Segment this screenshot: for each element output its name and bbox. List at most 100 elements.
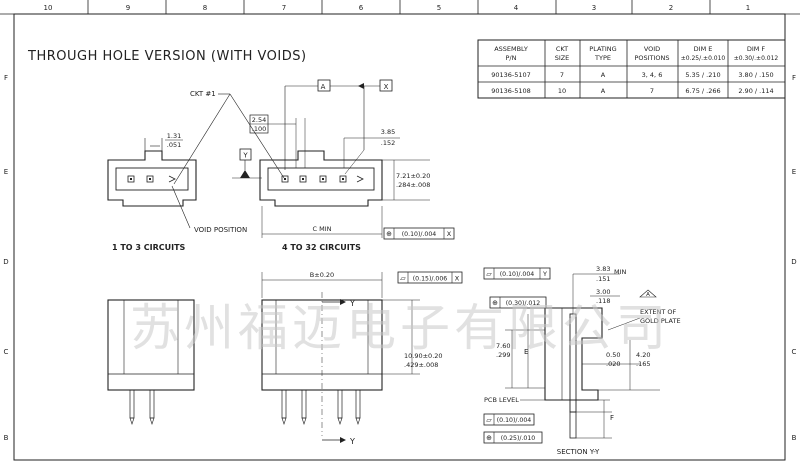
fcf-datum: Y: [542, 270, 547, 278]
dim-0-50: 0.50: [606, 351, 620, 359]
table-cell: 10: [558, 87, 566, 95]
fcf-symbol: ⊕: [486, 434, 492, 442]
dim-f: F: [610, 414, 614, 422]
section-label: SECTION Y-Y: [557, 448, 600, 456]
zone-col-label: 1: [746, 4, 750, 12]
table-cell: 6.75 / .266: [685, 87, 720, 95]
assembly-table: ASSEMBLY P/N CKT SIZE PLATING TYPE VOID …: [477, 39, 786, 99]
datum-y: Y: [242, 152, 248, 160]
dim-7-21: 7.21±0.20: [396, 172, 430, 180]
dim-1-31: 1.31: [167, 132, 181, 140]
fcf-value: (0.30)/.012: [506, 300, 541, 307]
dim-e: E: [524, 348, 528, 356]
dim-3-85: 3.85: [381, 128, 395, 136]
void-position-label: VOID POSITION: [194, 226, 247, 234]
table-cell: 7: [650, 87, 654, 95]
fcf-value: (0.10)/.004: [500, 271, 535, 278]
table-cell: A: [601, 87, 606, 95]
table-header: ±0.30/.±0.012: [734, 55, 779, 62]
table-header: VOID: [644, 45, 660, 53]
zone-col-label: 5: [437, 4, 441, 12]
dim-b: B±0.20: [310, 271, 334, 279]
dim-100: .100: [252, 125, 266, 133]
dim-151: .151: [596, 275, 610, 283]
zone-row-label: D: [791, 258, 796, 266]
datum-x: X: [384, 83, 389, 91]
zone-row-label: C: [792, 348, 797, 356]
section-marker-bottom: Y: [349, 437, 355, 446]
zone-row-label: C: [4, 348, 9, 356]
side-view-large: [261, 271, 463, 443]
zone-col-label: 9: [126, 4, 130, 12]
dim-284: .284±.008: [396, 181, 430, 189]
fcf-symbol: ⊕: [386, 230, 392, 238]
pcb-level-label: PCB LEVEL: [484, 396, 519, 404]
flag-note: A: [646, 292, 650, 298]
table-header: TYPE: [594, 54, 611, 62]
fcf-symbol: ⊕: [492, 299, 498, 307]
dim-152: .152: [381, 139, 395, 147]
watermark-text: 苏州福迈电子有限公司: [130, 299, 670, 357]
table-cell: 5.35 / .210: [685, 71, 720, 79]
fcf-value: (0.10)/.004: [402, 231, 437, 238]
datum-a: A: [321, 83, 326, 91]
table-cell: A: [601, 71, 606, 79]
connector-large-view: [232, 79, 455, 240]
zone-row-label: E: [792, 168, 796, 176]
dim-020: .020: [606, 360, 620, 368]
zone-col-label: 3: [592, 4, 596, 12]
zone-row-label: B: [4, 434, 9, 442]
zone-col-label: 6: [359, 4, 364, 12]
side-view-small: [107, 299, 195, 425]
c-min-label: C MIN: [313, 225, 332, 233]
table-cell: 90136-5108: [491, 87, 531, 95]
ckt1-label: CKT #1: [190, 90, 216, 98]
dim-051: .051: [167, 141, 181, 149]
zone-columns: 10 9 8 7 6 5 4 3 2 1: [44, 4, 751, 12]
dim-299: .299: [496, 351, 510, 359]
table-cell: 2.90 / .114: [738, 87, 773, 95]
zone-col-label: 7: [282, 4, 286, 12]
dim-2-54: 2.54: [252, 116, 266, 124]
zone-row-label: F: [792, 74, 796, 82]
table-header: PLATING: [589, 45, 616, 53]
fcf-symbol: ⏥: [400, 275, 406, 283]
table-header: ASSEMBLY: [494, 45, 528, 53]
table-cell: 7: [560, 71, 564, 79]
drawing-title: THROUGH HOLE VERSION (WITH VOIDS): [27, 49, 307, 64]
fcf-symbol: ⏥: [486, 416, 492, 424]
extent-label: EXTENT OF: [640, 308, 677, 316]
table-header: SIZE: [555, 54, 570, 62]
zone-row-label: D: [3, 258, 8, 266]
min-label: MIN: [614, 268, 627, 276]
dim-4-20: 4.20: [636, 351, 650, 359]
zone-col-label: 10: [44, 4, 53, 12]
dim-10-90: 10.90±0.20: [404, 352, 443, 360]
dim-165: .165: [636, 360, 650, 368]
zone-col-label: 4: [514, 4, 519, 12]
fcf-value: (0.10)/.004: [497, 417, 532, 424]
table-header: DIM E: [694, 45, 713, 53]
zone-rows: F E D C B F E D C B: [3, 74, 796, 442]
zone-dividers: [87, 0, 711, 14]
table-cell: 3.80 / .150: [738, 71, 773, 79]
zone-row-label: E: [4, 168, 8, 176]
section-marker-top: Y: [349, 299, 355, 308]
fcf-datum: X: [455, 275, 460, 283]
fcf-value: (0.15)/.006: [413, 276, 448, 283]
table-header: CKT: [556, 45, 568, 53]
caption-1-to-3: 1 TO 3 CIRCUITS: [112, 243, 186, 252]
fcf-value: (0.25)/.010: [501, 435, 536, 442]
table-header: ±0.25/.±0.010: [681, 55, 726, 62]
connector-small-view: [107, 138, 197, 207]
table-cell: 90136-5107: [491, 71, 531, 79]
dim-3-00: 3.00: [596, 288, 610, 296]
zone-col-label: 8: [203, 4, 207, 12]
gold-plate-label: GOLD PLATE: [640, 317, 681, 325]
dim-3-83: 3.83: [596, 265, 610, 273]
table-header: POSITIONS: [634, 54, 669, 62]
dim-429: .429±.008: [404, 361, 438, 369]
zone-row-label: F: [4, 74, 8, 82]
table-header: P/N: [506, 54, 517, 62]
